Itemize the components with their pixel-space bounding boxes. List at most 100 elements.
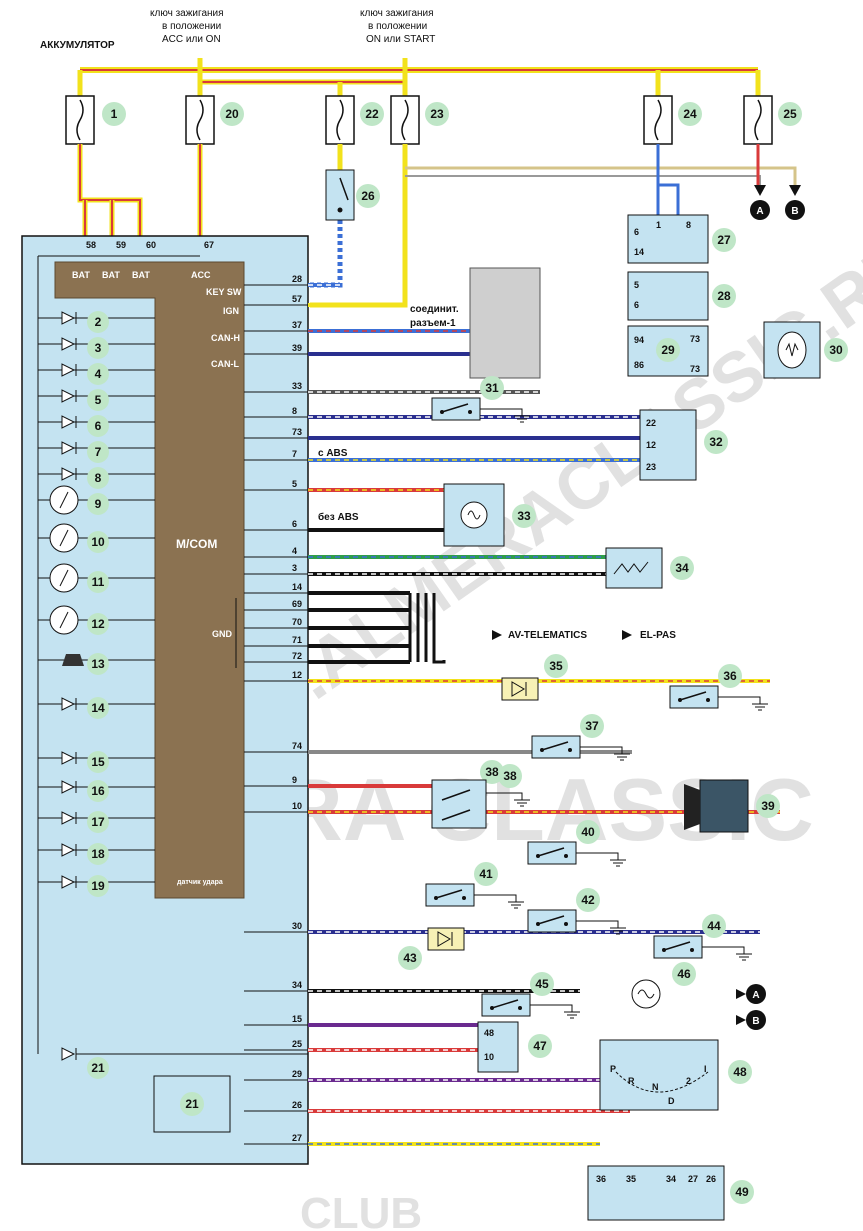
component-35: 35 — [501, 654, 568, 701]
component-49: 36 35 34 27 26 49 — [587, 1165, 754, 1221]
svg-text:N: N — [652, 1082, 659, 1092]
component-37: 37 — [531, 714, 630, 761]
pin-30: 30 — [292, 921, 302, 931]
pin-8: 8 — [292, 406, 297, 416]
svg-text:36: 36 — [596, 1174, 606, 1184]
shock-sensor-label: датчик удара — [177, 879, 223, 886]
svg-text:38: 38 — [485, 765, 499, 779]
svg-text:47: 47 — [533, 1039, 547, 1053]
svg-text:16: 16 — [91, 784, 105, 798]
component-41: 41 — [425, 862, 524, 909]
label-can-l: CAN-L — [211, 359, 239, 369]
component-29: 94 86 73 73 29 — [627, 325, 709, 377]
svg-text:15: 15 — [91, 755, 105, 769]
svg-text:21: 21 — [91, 1061, 105, 1075]
pin-5: 5 — [292, 479, 297, 489]
left-item-16: 16 — [38, 780, 155, 802]
terminal-b-right: B — [736, 1010, 766, 1030]
fuse-23-number: 23 — [430, 107, 444, 121]
component-48: P R N D 2 I 48 — [599, 1039, 752, 1111]
left-item-19: 19 — [38, 875, 155, 897]
svg-text:12: 12 — [646, 440, 656, 450]
fuse-25 — [743, 95, 773, 145]
left-item-9: 9 — [38, 485, 155, 515]
svg-text:8: 8 — [686, 220, 691, 230]
pin-4: 4 — [292, 546, 297, 556]
pin-7: 7 — [292, 449, 297, 459]
pin-74: 74 — [292, 741, 302, 751]
component-39: 39 — [684, 779, 780, 833]
left-item-6: 6 — [38, 415, 155, 437]
connector-label-1: соединит. — [410, 304, 459, 315]
svg-text:17: 17 — [91, 815, 105, 829]
svg-text:43: 43 — [403, 951, 417, 965]
svg-text:73: 73 — [690, 364, 700, 374]
pin-12: 12 — [292, 670, 302, 680]
svg-text:3: 3 — [95, 341, 102, 355]
left-item-7: 7 — [38, 441, 155, 463]
svg-text:8: 8 — [95, 471, 102, 485]
terminal-b-top: B — [791, 206, 798, 217]
svg-text:94: 94 — [634, 335, 644, 345]
svg-text:6: 6 — [95, 419, 102, 433]
top-pin-59: 59 — [116, 240, 126, 250]
svg-text:6: 6 — [634, 300, 639, 310]
svg-text:29: 29 — [661, 343, 675, 357]
svg-text:44: 44 — [707, 919, 721, 933]
component-45: 45 — [481, 972, 580, 1019]
label-can-h: CAN-H — [211, 333, 240, 343]
left-item-18: 18 — [38, 843, 155, 865]
fuse-20 — [185, 95, 215, 145]
svg-text:41: 41 — [479, 867, 493, 881]
pin-number-column: 2857373933873756431469707172127491030341… — [244, 274, 308, 1145]
svg-text:19: 19 — [91, 879, 105, 893]
component-33: 33 — [443, 483, 536, 547]
ign-acc-line1: ключ зажигания — [150, 8, 224, 19]
av-telematics-label: AV-TELEMATICS — [508, 630, 587, 641]
top-label-bat3: BAT — [132, 270, 150, 280]
svg-text:2: 2 — [95, 315, 102, 329]
svg-text:4: 4 — [95, 367, 102, 381]
svg-text:10: 10 — [484, 1052, 494, 1062]
svg-text:13: 13 — [91, 657, 105, 671]
svg-text:73: 73 — [690, 334, 700, 344]
fuse-23 — [390, 95, 420, 145]
fuse-24-number: 24 — [683, 107, 697, 121]
fuse-1-number: 1 — [111, 107, 118, 121]
ign-on-line2: в положении — [368, 21, 427, 32]
pin-14: 14 — [292, 582, 302, 592]
component-21: 21 — [153, 1075, 231, 1133]
svg-text:22: 22 — [646, 418, 656, 428]
svg-text:2: 2 — [686, 1076, 691, 1086]
svg-text:31: 31 — [485, 381, 499, 395]
component-36: 36 — [669, 664, 768, 711]
pin-28: 28 — [292, 274, 302, 284]
svg-text:26: 26 — [361, 189, 375, 203]
component-43: 43 — [398, 927, 465, 970]
svg-text:37: 37 — [585, 719, 599, 733]
svg-text:I: I — [704, 1064, 707, 1074]
left-item-2: 2 — [38, 311, 155, 333]
el-pas-label: EL-PAS — [640, 630, 676, 641]
label-key-sw: KEY SW — [206, 287, 242, 297]
svg-text:18: 18 — [91, 847, 105, 861]
svg-text:30: 30 — [829, 343, 843, 357]
svg-text:1: 1 — [656, 220, 661, 230]
component-42: 42 — [527, 888, 626, 935]
svg-text:46: 46 — [677, 967, 691, 981]
component-44: 44 — [653, 914, 752, 961]
connector-label-2: разъем-1 — [410, 318, 456, 329]
svg-text:21: 21 — [185, 1097, 199, 1111]
svg-text:D: D — [668, 1096, 675, 1106]
svg-text:45: 45 — [535, 977, 549, 991]
svg-text:86: 86 — [634, 360, 644, 370]
pin-34: 34 — [292, 980, 302, 990]
battery-label: АККУМУЛЯТОР — [40, 40, 115, 51]
pin-69: 69 — [292, 599, 302, 609]
pin-27: 27 — [292, 1133, 302, 1143]
svg-text:23: 23 — [646, 462, 656, 472]
left-item-12: 12 — [38, 605, 155, 635]
